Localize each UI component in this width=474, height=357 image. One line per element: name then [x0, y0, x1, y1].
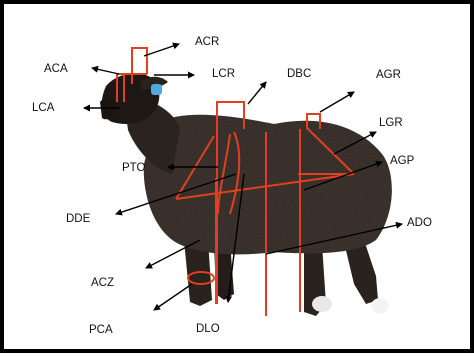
label-pto: PTO	[122, 162, 145, 174]
sheep-ear-tag	[151, 84, 162, 95]
label-lgr: LGR	[379, 117, 403, 129]
label-dde: DDE	[66, 213, 91, 225]
label-ado: ADO	[407, 217, 432, 229]
dbc-arrow	[248, 82, 266, 104]
label-aca: ACA	[44, 63, 68, 75]
label-lca: LCA	[32, 102, 55, 114]
agr-arrow	[320, 92, 354, 112]
label-pca: PCA	[89, 324, 113, 336]
label-dbc: DBC	[287, 68, 311, 80]
label-agr: AGR	[376, 69, 401, 81]
sheep-silhouette	[100, 73, 392, 316]
sheep-hind-hoof-2	[312, 296, 332, 312]
acr-arrow	[144, 44, 179, 56]
sheep-hind-hoof	[371, 298, 389, 314]
pca-arrow	[154, 284, 192, 310]
sheep-measurement-diagram: ACR ACA LCR DBC AGR LCA LGR PTO AGP DDE …	[4, 4, 474, 357]
label-acz: ACZ	[91, 277, 114, 289]
label-acr: ACR	[195, 36, 219, 48]
label-agp: AGP	[390, 155, 415, 167]
aca-arrow	[92, 68, 119, 74]
label-lcr: LCR	[212, 68, 235, 80]
label-dlo: DLO	[196, 323, 220, 335]
